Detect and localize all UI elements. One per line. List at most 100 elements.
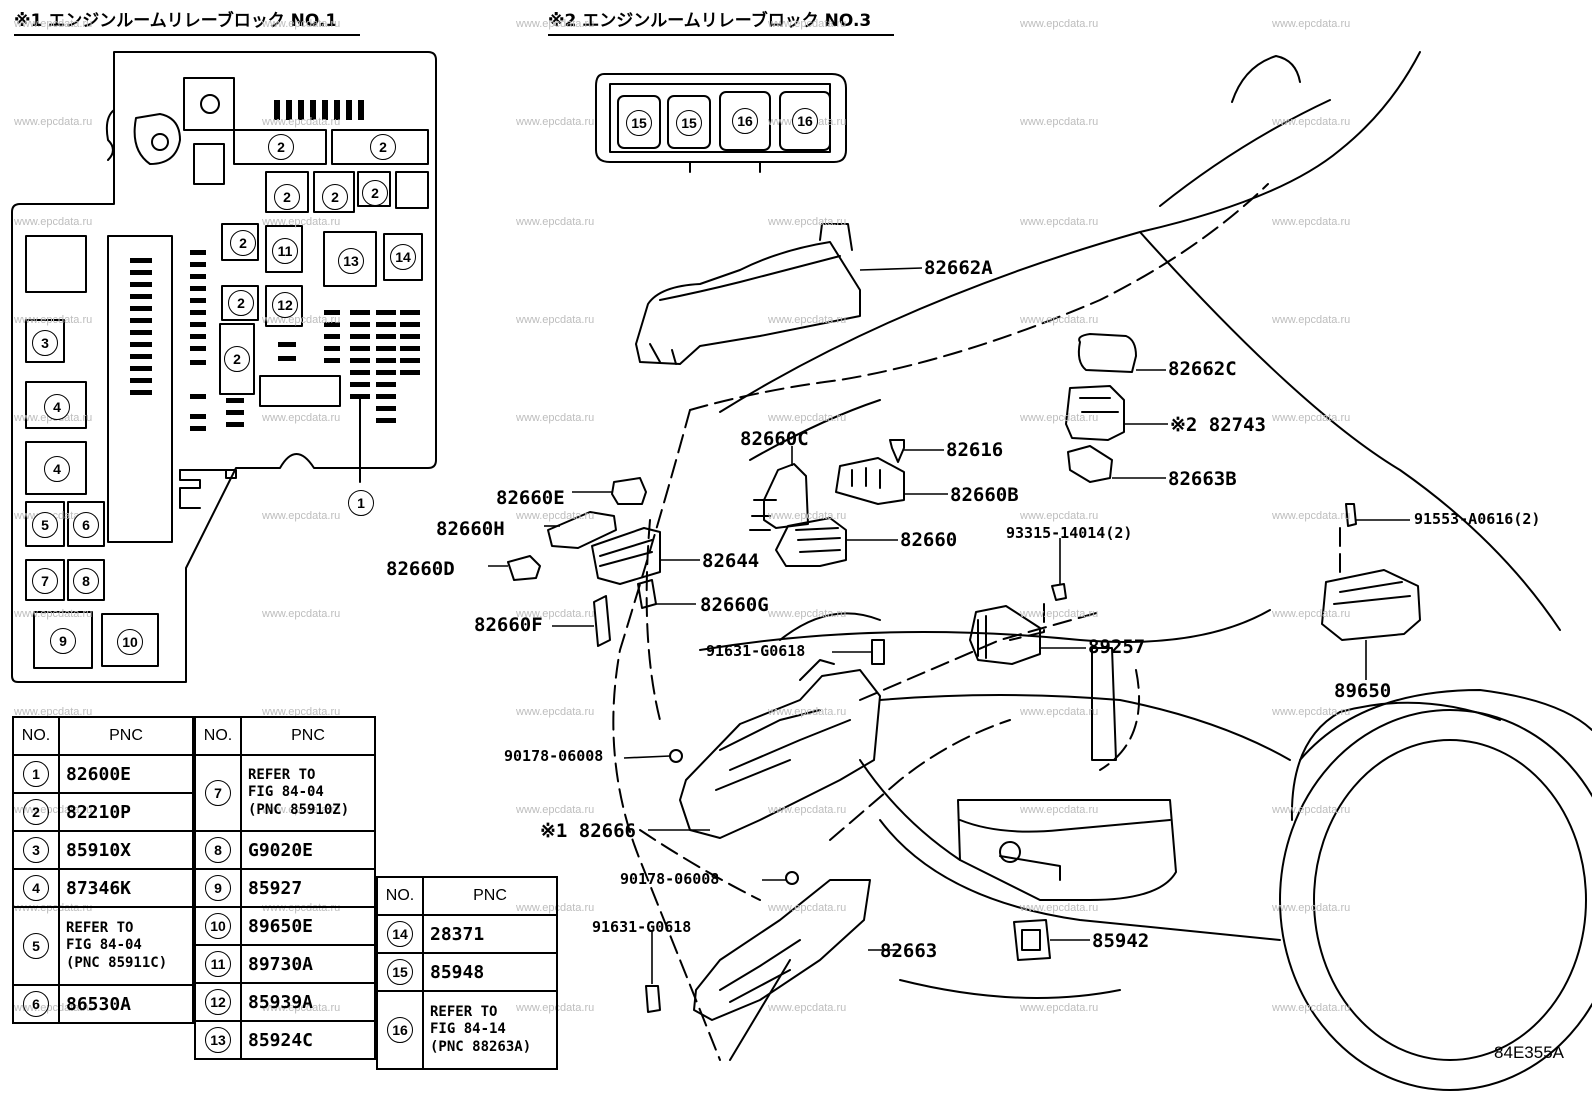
ref-number-3: 3: [32, 330, 58, 356]
part-label-90178-06008-lower[interactable]: 90178-06008: [620, 870, 720, 888]
row-number: 4: [23, 875, 49, 901]
row-number: 6: [23, 991, 49, 1017]
part-label-89650[interactable]: 89650: [1334, 680, 1392, 702]
pnc-reference-line: FIG 84-04: [66, 937, 142, 954]
part-label-82660d[interactable]: 82660D: [386, 558, 455, 580]
ref-number-2: 2: [228, 290, 254, 316]
watermark-text: www.epcdata.ru: [768, 510, 847, 522]
watermark-text: www.epcdata.ru: [1020, 608, 1099, 620]
watermark-text: www.epcdata.ru: [1272, 804, 1351, 816]
part-label-91553-a0616[interactable]: 91553-A0616(2): [1414, 510, 1541, 528]
ref-number-15: 15: [626, 110, 652, 136]
part-label-82644[interactable]: 82644: [702, 550, 760, 572]
row-number: 8: [205, 837, 231, 863]
ref-number-2: 2: [230, 230, 256, 256]
part-label-89257[interactable]: 89257: [1088, 636, 1146, 658]
part-label-82662c[interactable]: 82662C: [1168, 358, 1237, 380]
row-number: 3: [23, 837, 49, 863]
watermark-text: www.epcdata.ru: [1020, 1002, 1099, 1014]
part-label-82666[interactable]: ※1 82666: [540, 820, 636, 842]
part-label-82660g[interactable]: 82660G: [700, 594, 769, 616]
watermark-text: www.epcdata.ru: [14, 216, 93, 228]
part-label-93315-14014[interactable]: 93315-14014(2): [1006, 524, 1133, 542]
pnc-cell[interactable]: 82600E: [58, 754, 194, 794]
row-number-cell: 12: [194, 982, 242, 1022]
ref-number-6: 6: [73, 512, 99, 538]
pnc-reference-line: REFER TO: [430, 1003, 498, 1020]
pnc-cell[interactable]: 82210P: [58, 792, 194, 832]
pnc-cell[interactable]: 85927: [240, 868, 376, 908]
ref-number-2: 2: [370, 134, 396, 160]
watermark-text: www.epcdata.ru: [516, 18, 595, 30]
part-label-82743[interactable]: ※2 82743: [1170, 414, 1266, 436]
table-header-pnc: PNC: [240, 716, 376, 756]
watermark-text: www.epcdata.ru: [262, 608, 341, 620]
row-number: 11: [205, 951, 231, 977]
row-number-cell: 7: [194, 754, 242, 832]
part-label-82660e[interactable]: 82660E: [496, 487, 565, 509]
pnc-cell[interactable]: 28371: [422, 914, 558, 954]
part-label-90178-06008-upper[interactable]: 90178-06008: [504, 747, 604, 765]
pnc-reference-line: REFER TO: [248, 766, 316, 783]
watermark-text: www.epcdata.ru: [1020, 116, 1099, 128]
ref-number-2: 2: [224, 346, 250, 372]
part-label-85942[interactable]: 85942: [1092, 930, 1150, 952]
ref-number-5: 5: [32, 512, 58, 538]
pnc-cell[interactable]: 85924C: [240, 1020, 376, 1060]
part-label-82660f[interactable]: 82660F: [474, 614, 543, 636]
row-number-cell: 9: [194, 868, 242, 908]
row-number: 9: [205, 875, 231, 901]
part-label-82663b[interactable]: 82663B: [1168, 468, 1237, 490]
row-number-cell: 10: [194, 906, 242, 946]
row-number-cell: 3: [12, 830, 60, 870]
pnc-reference-line: FIG 84-14: [430, 1021, 506, 1038]
pnc-cell[interactable]: 87346K: [58, 868, 194, 908]
part-label-82660b[interactable]: 82660B: [950, 484, 1019, 506]
ref-number-7: 7: [32, 568, 58, 594]
part-label-82663[interactable]: 82663: [880, 940, 938, 962]
watermark-text: www.epcdata.ru: [1272, 18, 1351, 30]
row-number: 7: [205, 780, 231, 806]
part-label-82616[interactable]: 82616: [946, 439, 1004, 461]
watermark-text: www.epcdata.ru: [516, 706, 595, 718]
watermark-text: www.epcdata.ru: [1020, 902, 1099, 914]
part-label-82662a[interactable]: 82662A: [924, 257, 993, 279]
watermark-text: www.epcdata.ru: [14, 18, 93, 30]
watermark-text: www.epcdata.ru: [262, 116, 341, 128]
pnc-reference-line: REFER TO: [66, 919, 134, 936]
watermark-text: www.epcdata.ru: [1272, 1002, 1351, 1014]
watermark-text: www.epcdata.ru: [1272, 116, 1351, 128]
part-label-82660c[interactable]: 82660C: [740, 428, 809, 450]
ref-number-11: 11: [272, 238, 298, 264]
pnc-cell[interactable]: G9020E: [240, 830, 376, 870]
watermark-text: www.epcdata.ru: [1272, 706, 1351, 718]
pnc-cell[interactable]: 85939A: [240, 982, 376, 1022]
table-header-no: NO.: [12, 716, 60, 756]
watermark-text: www.epcdata.ru: [262, 18, 341, 30]
pnc-cell[interactable]: 86530A: [58, 984, 194, 1024]
ref-number-4: 4: [44, 456, 70, 482]
watermark-text: www.epcdata.ru: [1272, 412, 1351, 424]
part-label-82660[interactable]: 82660: [900, 529, 958, 551]
watermark-text: www.epcdata.ru: [768, 902, 847, 914]
part-label-82660h[interactable]: 82660H: [436, 518, 505, 540]
part-label-91631-g0618-lower[interactable]: 91631-G0618: [592, 918, 692, 936]
table-row: 11 89730A: [194, 944, 376, 984]
pnc-cell[interactable]: 89730A: [240, 944, 376, 984]
pnc-cell[interactable]: 85910X: [58, 830, 194, 870]
row-number: 14: [387, 921, 413, 947]
ref-number-2: 2: [322, 184, 348, 210]
watermark-text: www.epcdata.ru: [1020, 804, 1099, 816]
pnc-cell[interactable]: 89650E: [240, 906, 376, 946]
pnc-cell[interactable]: 85948: [422, 952, 558, 992]
part-label-91631-g0618-upper[interactable]: 91631-G0618: [706, 642, 806, 660]
